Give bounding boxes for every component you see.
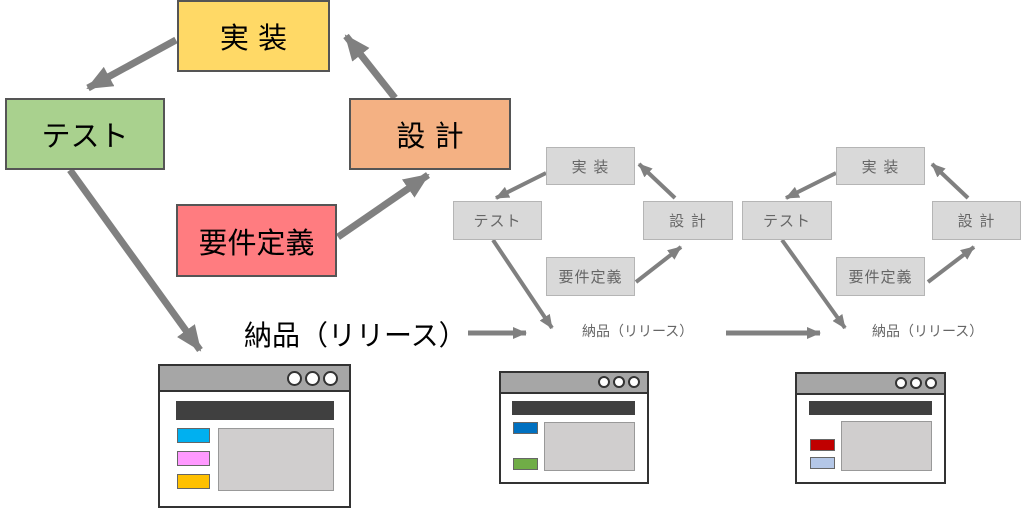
app-window-v2: [499, 371, 649, 484]
window-frame: [499, 371, 649, 484]
arrow-c3-design-to-implement: [930, 162, 970, 200]
c3-test-label: テスト: [762, 212, 811, 230]
arrow-c2-requirements-to-design: [634, 245, 683, 284]
c3-design-box: 設 計: [932, 201, 1021, 240]
c2-design-box: 設 計: [643, 201, 733, 240]
implement-box: 実 装: [177, 0, 330, 72]
requirements-box: 要件定義: [176, 204, 337, 277]
design-label: 設 計: [396, 119, 464, 153]
arrow-design-to-implement: [343, 33, 398, 101]
arrow-c2-implement-to-test: [495, 171, 547, 200]
window-toolbar: [512, 401, 635, 415]
feature-block: [177, 474, 210, 489]
arrow-requirements-to-design: [336, 172, 430, 240]
window-control-icon: [925, 377, 937, 389]
c2-requirements-box: 要件定義: [546, 257, 635, 296]
test-box: テスト: [5, 98, 165, 170]
arrow-c2-test-to-release: [491, 238, 554, 330]
feature-block: [177, 428, 210, 443]
arrow-implement-to-test: [86, 36, 178, 92]
content-panel: [544, 422, 635, 471]
window-control-icon: [287, 371, 302, 386]
requirements-label: 要件定義: [198, 225, 315, 260]
content-panel: [841, 421, 932, 471]
window-control-icon: [628, 376, 640, 388]
c3-implement-label: 実 装: [861, 157, 900, 176]
c3-release-label: 納品（リリース）: [872, 324, 984, 340]
arrow-c3-requirements-to-design: [926, 245, 976, 284]
c2-implement-box: 実 装: [546, 147, 635, 185]
arrow-test-to-release: [67, 167, 203, 353]
c3-implement-box: 実 装: [836, 147, 925, 185]
window-frame: [795, 372, 946, 484]
window-control-icon: [613, 376, 625, 388]
arrow-c2-design-to-implement: [637, 162, 677, 200]
app-window-v3: [795, 372, 946, 484]
window-titlebar: [499, 371, 649, 392]
window-control-icon: [323, 371, 338, 386]
window-toolbar: [176, 401, 334, 420]
window-toolbar: [809, 401, 932, 415]
arrow-c3-implement-to-test: [785, 171, 837, 200]
design-box: 設 計: [349, 98, 511, 170]
c3-design-label: 設 計: [957, 212, 996, 230]
c3-test-box: テスト: [742, 201, 832, 240]
release-label: 納品（リリース）: [244, 319, 467, 352]
feature-block: [513, 458, 538, 470]
window-control-icon: [895, 377, 907, 389]
c2-requirements-label: 要件定義: [558, 268, 623, 286]
feature-block: [810, 457, 835, 469]
app-window-v1: [158, 364, 351, 508]
c2-design-label: 設 計: [669, 212, 707, 230]
window-titlebar: [795, 372, 946, 393]
window-control-icon: [598, 376, 610, 388]
c3-requirements-box: 要件定義: [836, 257, 925, 296]
window-control-icon: [305, 371, 320, 386]
window-frame: [158, 364, 351, 508]
feature-block: [513, 422, 538, 434]
c2-release-label: 納品（リリース）: [582, 324, 694, 340]
content-panel: [218, 428, 334, 491]
c2-test-box: テスト: [453, 201, 542, 240]
feature-block: [177, 451, 210, 466]
c2-test-label: テスト: [473, 212, 522, 230]
test-label: テスト: [41, 119, 129, 153]
implement-label: 実 装: [219, 21, 288, 55]
c3-requirements-label: 要件定義: [848, 268, 913, 286]
feature-block: [810, 439, 835, 451]
arrow-c3-test-to-release: [780, 238, 847, 330]
c2-implement-label: 実 装: [571, 157, 610, 176]
window-control-icon: [910, 377, 922, 389]
